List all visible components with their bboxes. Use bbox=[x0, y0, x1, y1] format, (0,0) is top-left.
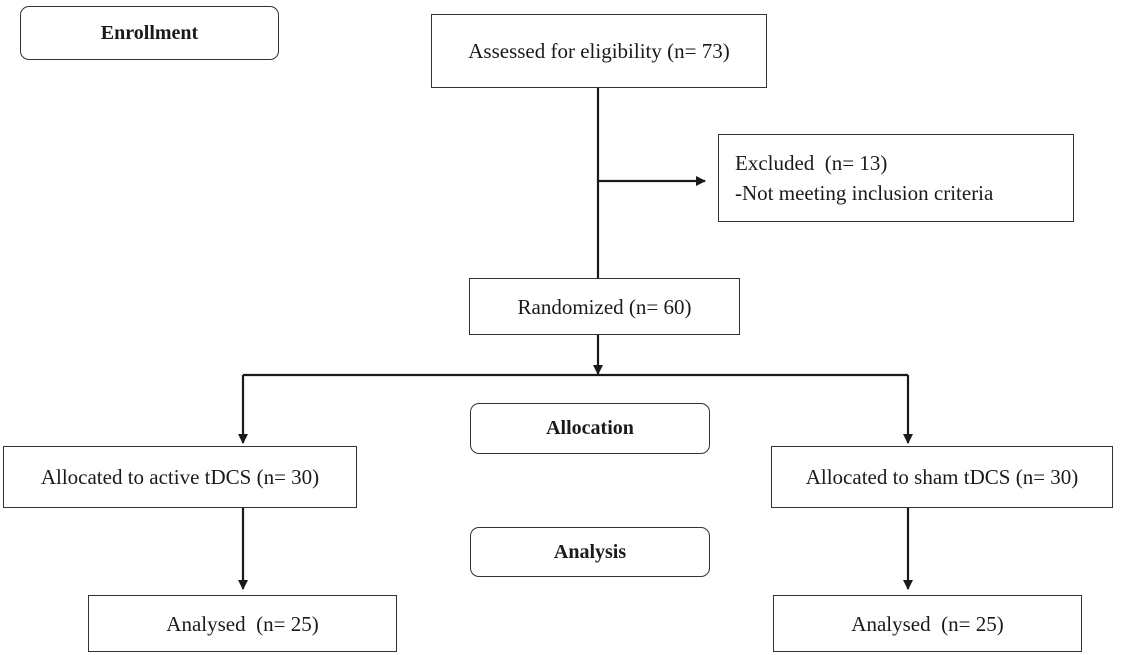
box-analysed-sham: Analysed (n= 25) bbox=[773, 595, 1082, 652]
stage-allocation-label: Allocation bbox=[546, 417, 634, 439]
stage-analysis-label: Analysis bbox=[553, 540, 627, 563]
stage-enrollment: Enrollment bbox=[20, 6, 279, 60]
box-analysed-sham-label: Analysed (n= 25) bbox=[851, 611, 1004, 636]
box-allocated-sham-label: Allocated to sham tDCS (n= 30) bbox=[805, 465, 1079, 489]
stage-enrollment-label: Enrollment bbox=[100, 21, 199, 44]
box-analysed-active-label: Analysed (n= 25) bbox=[166, 611, 319, 636]
box-allocated-sham: Allocated to sham tDCS (n= 30) bbox=[771, 446, 1113, 508]
box-excluded: Excluded (n= 13) -Not meeting inclusion … bbox=[718, 134, 1074, 222]
stage-allocation: Allocation bbox=[470, 403, 710, 454]
stage-analysis: Analysis bbox=[470, 527, 710, 577]
box-assessed: Assessed for eligibility (n= 73) bbox=[431, 14, 767, 88]
box-randomized: Randomized (n= 60) bbox=[469, 278, 740, 335]
box-excluded-reason: -Not meeting inclusion criteria bbox=[735, 181, 994, 205]
box-allocated-active: Allocated to active tDCS (n= 30) bbox=[3, 446, 357, 508]
box-allocated-active-label: Allocated to active tDCS (n= 30) bbox=[40, 465, 320, 489]
box-randomized-label: Randomized (n= 60) bbox=[517, 294, 692, 319]
box-assessed-label: Assessed for eligibility (n= 73) bbox=[468, 39, 730, 63]
box-excluded-title: Excluded (n= 13) bbox=[735, 151, 888, 175]
box-analysed-active: Analysed (n= 25) bbox=[88, 595, 397, 652]
